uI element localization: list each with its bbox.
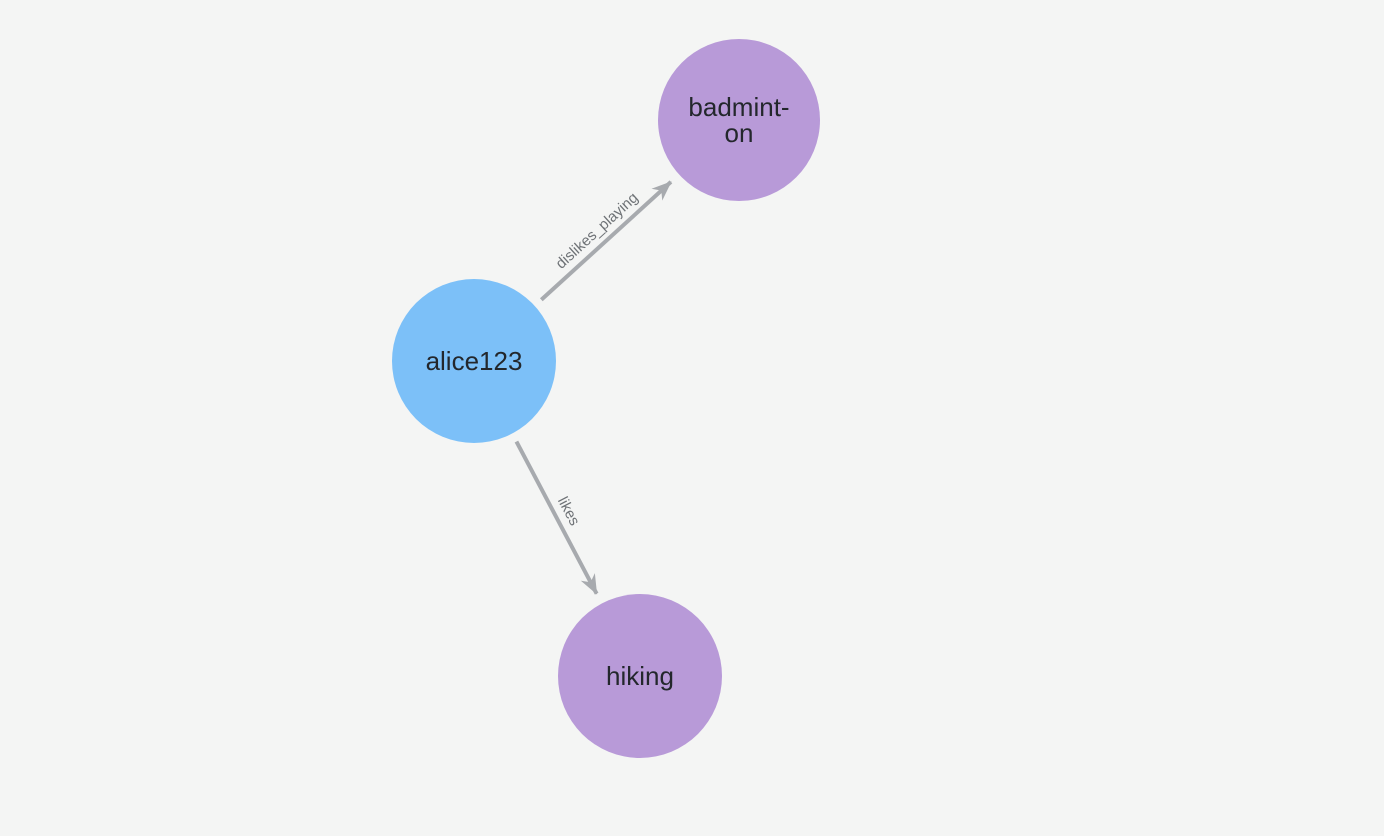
relationship-arrow[interactable] (514, 440, 599, 595)
nodes-layer: alice123 badmint-on hiking (392, 39, 820, 758)
relationship-arrow[interactable] (539, 180, 673, 302)
node-circle-badminton[interactable] (658, 39, 820, 201)
node-circle-alice123[interactable] (392, 279, 556, 443)
relationship-label: dislikes_playing (552, 189, 641, 272)
relationship-likes: likes (514, 440, 599, 595)
graph-node-badminton[interactable]: badmint-on (658, 39, 820, 201)
relationship-dislikes_playing: dislikes_playing (539, 180, 673, 302)
node-circle-hiking[interactable] (558, 594, 722, 758)
graph-node-hiking[interactable]: hiking (558, 594, 722, 758)
graph-node-alice123[interactable]: alice123 (392, 279, 556, 443)
